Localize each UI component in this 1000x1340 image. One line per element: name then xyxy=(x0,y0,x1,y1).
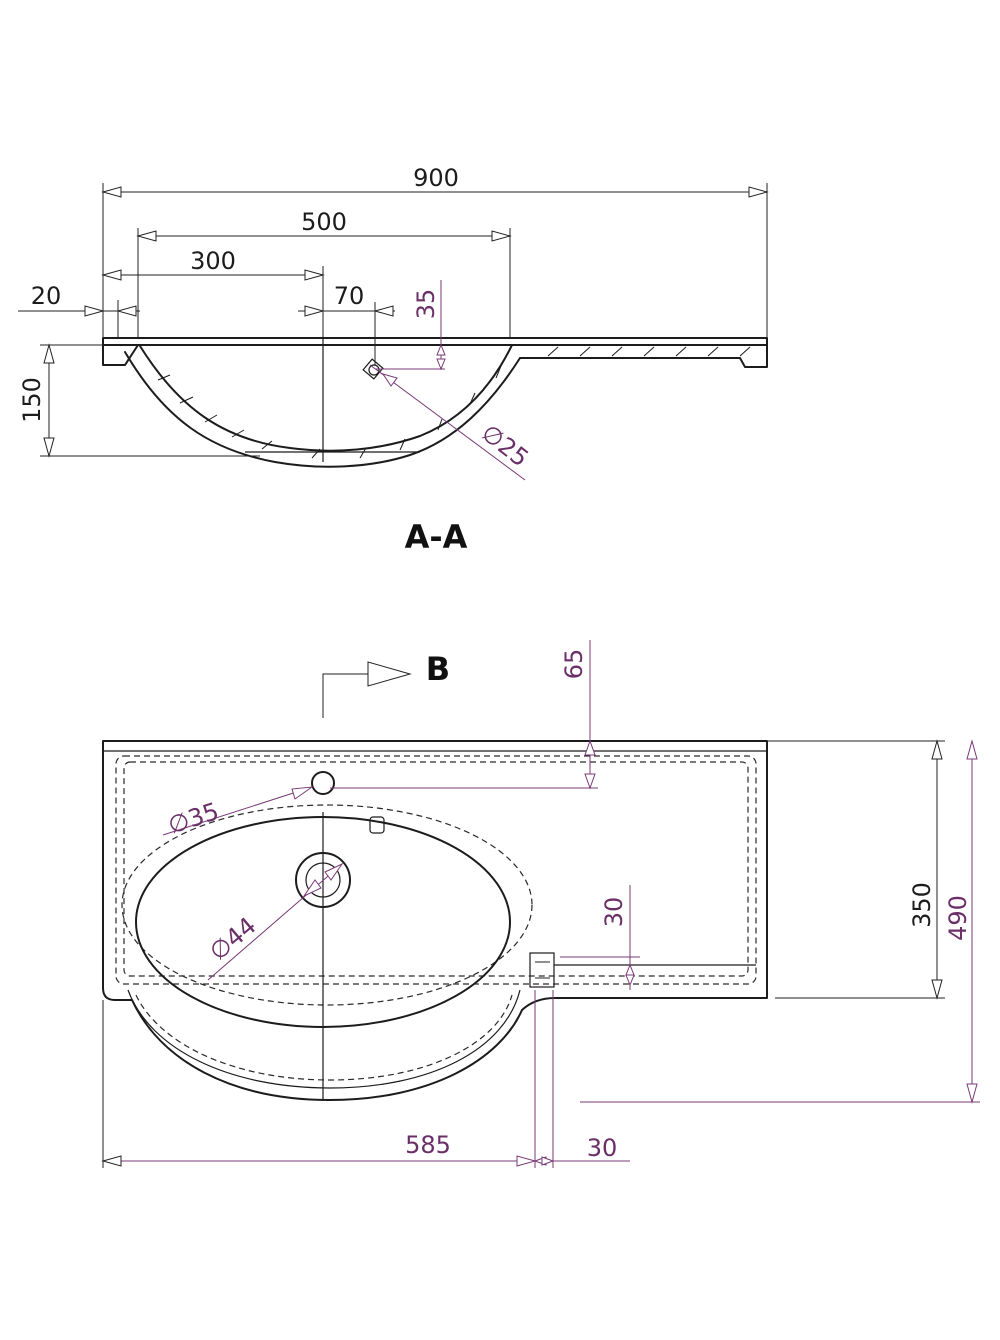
dim-dia44: ∅44 xyxy=(204,862,344,981)
dim-30-shelf-label: 30 xyxy=(600,897,628,928)
plan-drain-hole-inner xyxy=(305,862,341,898)
cut-label: B xyxy=(426,650,450,688)
section-rim xyxy=(102,337,768,346)
dim-350: 350 xyxy=(767,739,945,1000)
dim-500: 500 xyxy=(136,208,512,338)
section-basin-hatching xyxy=(157,365,502,459)
section-basin-outer xyxy=(124,351,521,468)
dim-dia25: ∅25 xyxy=(369,364,534,481)
section-basin-inner xyxy=(139,344,513,452)
dim-30-notch: 30 xyxy=(533,990,630,1168)
dim-30-shelf: 30 xyxy=(560,885,640,990)
plan-outer-outline xyxy=(102,740,768,1101)
dim-35-overflow-label: 35 xyxy=(412,289,440,320)
dim-dia35: ∅35 xyxy=(162,786,314,840)
plan-shelf-notch xyxy=(529,952,555,988)
dim-500-label: 500 xyxy=(301,208,347,236)
dim-350-label: 350 xyxy=(908,882,936,928)
dim-585: 585 xyxy=(101,990,537,1168)
dim-70-label: 70 xyxy=(334,282,365,310)
section-shelf xyxy=(511,344,768,368)
section-cut-indicator: B xyxy=(322,650,450,718)
section-shelf-hatching xyxy=(547,346,751,357)
plan-basin-rim xyxy=(127,989,521,1089)
plan-drain-hole-outer xyxy=(295,852,351,908)
plan-basin-rim-2 xyxy=(135,994,513,1081)
dim-490-label: 490 xyxy=(944,895,972,941)
dim-20: 20 xyxy=(18,282,140,338)
dim-dia35-label: ∅35 xyxy=(165,797,223,840)
plan-view: B xyxy=(101,640,980,1168)
dim-20-label: 20 xyxy=(31,282,62,310)
dim-300-label: 300 xyxy=(190,247,236,275)
plan-tap-hole xyxy=(311,771,335,795)
section-view: 900 500 300 20 xyxy=(18,164,769,556)
plan-inner-dashed-inner xyxy=(123,761,749,977)
dim-150-label: 150 xyxy=(18,377,46,423)
plan-inner-dashed-outer xyxy=(115,755,757,985)
plan-overflow-slot xyxy=(369,816,385,834)
section-left-wall xyxy=(102,344,139,366)
section-title: A-A xyxy=(405,518,468,556)
dim-35-overflow: 35 xyxy=(375,280,446,371)
dim-65: 65 xyxy=(330,640,598,790)
dim-30-notch-label: 30 xyxy=(587,1134,618,1162)
plan-basin-dashed xyxy=(121,804,533,1006)
dim-490: 490 xyxy=(580,739,980,1104)
dim-65-label: 65 xyxy=(560,649,588,680)
dim-585-label: 585 xyxy=(405,1131,451,1159)
dim-70: 70 xyxy=(298,282,395,365)
dim-900-label: 900 xyxy=(413,164,459,192)
dim-900: 900 xyxy=(101,164,769,338)
dim-300: 300 xyxy=(101,247,325,338)
section-overflow-hole xyxy=(362,358,384,380)
dim-150: 150 xyxy=(18,343,260,458)
